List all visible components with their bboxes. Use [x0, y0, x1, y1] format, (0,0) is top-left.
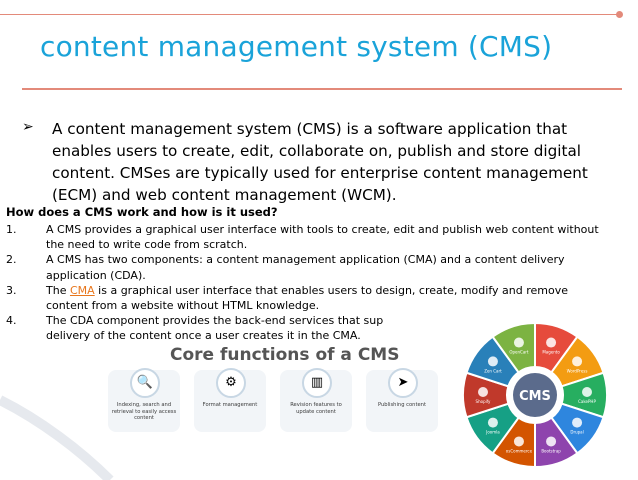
decorative-curve	[0, 395, 114, 480]
wheel-segment-label: Magento	[542, 350, 560, 355]
bullet-text: A content management system (CMS) is a s…	[52, 120, 588, 204]
wheel-segment-label: OpenCart	[509, 350, 529, 355]
wheel-segment-label: Bootstrap	[541, 448, 561, 453]
subheading: How does a CMS work and how is it used?	[6, 205, 278, 219]
core-functions-title: Core functions of a CMS	[170, 345, 400, 365]
platform-logo-icon	[513, 337, 524, 348]
gear-icon: ⚙	[216, 368, 246, 398]
wheel-segment	[491, 321, 536, 374]
platform-logo-icon	[478, 387, 488, 397]
step-number: 1.	[6, 223, 17, 236]
step-4: 4. The CDA component provides the back-e…	[6, 313, 606, 343]
function-label: Publishing content	[377, 402, 427, 408]
wheel-segment-label: Joomla	[485, 430, 500, 435]
platform-logo-icon	[572, 356, 583, 367]
step-text-post: is a graphical user interface that enabl…	[46, 283, 568, 313]
wheel-center	[513, 373, 557, 417]
bullet-arrow-icon: ➢	[22, 119, 34, 135]
platform-logo-icon	[487, 356, 498, 367]
function-label: Indexing, search and retrieval to easily…	[111, 402, 177, 421]
step-text-line1: The CDA component provides the back-end …	[46, 314, 384, 328]
platform-logo-icon	[546, 337, 557, 348]
wheel-segment-label: CakePHP	[578, 399, 596, 404]
platform-logo-icon	[572, 417, 583, 428]
step-number: 2.	[6, 253, 17, 267]
step-3: 3. The CMA is a graphical user interface…	[6, 283, 606, 313]
function-card: 🔍 Indexing, search and retrieval to easi…	[108, 368, 180, 432]
step-text: A CMS has two components: a content mana…	[46, 253, 565, 282]
steps-list: 1. A CMS provides a graphical user inter…	[6, 222, 606, 344]
function-card: ⚙ Format management	[194, 368, 266, 432]
platform-logo-icon	[582, 387, 592, 397]
step-1: 1. A CMS provides a graphical user inter…	[6, 222, 606, 252]
chart-icon: ▥	[302, 368, 332, 398]
step-number: 4.	[6, 314, 17, 328]
step-number: 3.	[6, 283, 17, 297]
function-label: Revision features to update content	[290, 402, 342, 415]
step-text-line2: delivery of the content once a user crea…	[46, 329, 361, 343]
cma-link[interactable]: CMA	[69, 283, 95, 297]
step-2: 2. A CMS has two components: a content m…	[6, 252, 606, 282]
step-text-pre: The	[46, 283, 70, 297]
paper-plane-icon: ➤	[388, 368, 418, 398]
platform-logo-icon	[546, 436, 557, 447]
function-card: ➤ Publishing content	[366, 368, 438, 432]
wheel-center-label: CMS	[519, 389, 551, 404]
function-label: Format management	[202, 402, 258, 408]
image-overlap-cover	[402, 304, 498, 322]
top-line-dot	[616, 11, 623, 18]
wheel-segment-label: Zen Cart	[484, 368, 502, 373]
function-card: ▥ Revision features to update content	[280, 368, 352, 432]
core-functions-cards: 🔍 Indexing, search and retrieval to easi…	[108, 368, 438, 432]
slide-title: content management system (CMS)	[40, 30, 553, 63]
step-text: A CMS provides a graphical user interfac…	[46, 223, 599, 252]
wheel-segment-label: Drupal	[570, 430, 583, 435]
top-decorative-line	[0, 14, 620, 15]
wheel-segment-label: osCommerce	[506, 448, 533, 453]
platform-logo-icon	[513, 436, 524, 447]
wheel-segment-label: Shopify	[476, 399, 492, 404]
search-icon: 🔍	[130, 368, 160, 398]
platform-logo-icon	[487, 417, 498, 428]
wheel-segment-label: WordPress	[567, 368, 588, 373]
title-rule	[22, 88, 622, 90]
